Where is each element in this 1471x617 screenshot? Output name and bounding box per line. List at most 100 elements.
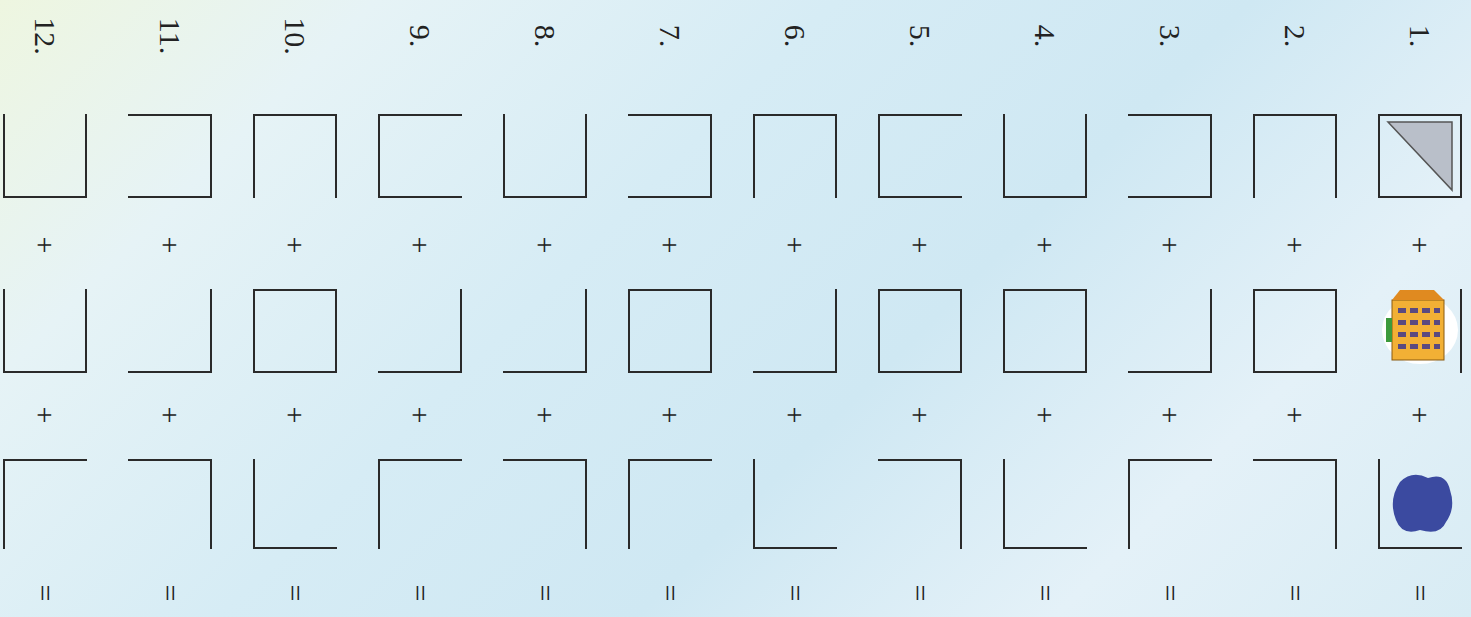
bracket-side: [1004, 196, 1086, 198]
bracket-side: [1254, 289, 1336, 291]
bracket-side: [210, 290, 212, 372]
bracket-side: [879, 196, 961, 198]
bracket-side: [1335, 115, 1337, 197]
exercise-number: 2.: [1280, 25, 1310, 48]
bracket-side: [1004, 289, 1086, 291]
bracket-side: [1003, 460, 1005, 548]
bracket-side: [879, 459, 961, 461]
bracket-side: [629, 459, 711, 461]
bracket-side: [1003, 115, 1005, 197]
bracket-side: [1335, 290, 1337, 372]
bracket-side: [585, 460, 587, 548]
equals-sign: =: [1405, 585, 1435, 602]
bracket-side: [3, 115, 5, 197]
bracket-side: [835, 290, 837, 372]
bracket-side: [1003, 290, 1005, 372]
bracket-side: [585, 115, 587, 197]
bracket-side: [4, 459, 86, 461]
bracket-side: [1254, 459, 1336, 461]
exercise-number: 12.: [30, 17, 60, 55]
bracket-side: [628, 290, 630, 372]
equals-sign: =: [530, 585, 560, 602]
bracket-side: [1460, 290, 1462, 372]
bracket-side: [629, 371, 711, 373]
blue-blob: [1393, 475, 1452, 532]
bracket-side: [1254, 114, 1336, 116]
bracket-side: [254, 289, 336, 291]
bracket-side: [85, 115, 87, 197]
bracket-side: [254, 547, 336, 549]
plus-sign: +: [1155, 407, 1185, 424]
bracket-side: [835, 115, 837, 197]
bracket-side: [503, 115, 505, 197]
bracket-side: [253, 460, 255, 548]
exercise-number: 11.: [155, 18, 185, 54]
bracket-side: [1254, 371, 1336, 373]
bracket-side: [753, 115, 755, 197]
bracket-side: [710, 290, 712, 372]
plus-sign: +: [155, 237, 185, 254]
bracket-side: [254, 114, 336, 116]
bracket-side: [504, 459, 586, 461]
bracket-side: [379, 371, 461, 373]
bracket-side: [3, 460, 5, 548]
bracket-side: [629, 289, 711, 291]
equals-sign: =: [1030, 585, 1060, 602]
bracket-side: [378, 115, 380, 197]
bracket-side: [1379, 196, 1461, 198]
bracket-side: [504, 196, 586, 198]
bracket-side: [1129, 114, 1211, 116]
bracket-side: [1378, 115, 1380, 197]
plus-sign: +: [280, 407, 310, 424]
bracket-side: [4, 371, 86, 373]
bracket-side: [4, 196, 86, 198]
equals-sign: =: [905, 585, 935, 602]
plus-sign: +: [1030, 407, 1060, 424]
bracket-side: [710, 115, 712, 197]
plus-sign: +: [530, 407, 560, 424]
bracket-side: [879, 371, 961, 373]
bracket-side: [1004, 371, 1086, 373]
plus-sign: +: [1280, 237, 1310, 254]
equals-sign: =: [405, 585, 435, 602]
plus-sign: +: [655, 407, 685, 424]
exercise-number: 3.: [1155, 25, 1185, 48]
equals-sign: =: [30, 585, 60, 602]
bracket-side: [129, 114, 211, 116]
bracket-side: [379, 459, 461, 461]
bracket-side: [1379, 114, 1461, 116]
bracket-side: [1335, 460, 1337, 548]
exercise-number: 7.: [655, 25, 685, 48]
bracket-side: [753, 460, 755, 548]
bracket-side: [378, 460, 380, 548]
bracket-side: [628, 460, 630, 548]
bracket-side: [1129, 371, 1211, 373]
equals-sign: =: [655, 585, 685, 602]
bracket-side: [1210, 290, 1212, 372]
bracket-side: [210, 460, 212, 548]
exercise-number: 10.: [280, 17, 310, 55]
exercise-number: 8.: [530, 25, 560, 48]
plus-sign: +: [30, 237, 60, 254]
bracket-outlines: [4, 115, 1461, 548]
bracket-side: [1129, 196, 1211, 198]
bracket-side: [379, 114, 461, 116]
bracket-side: [878, 115, 880, 197]
bracket-side: [1460, 115, 1462, 197]
exercise-number: 4.: [1030, 25, 1060, 48]
bracket-side: [1085, 290, 1087, 372]
bracket-side: [253, 290, 255, 372]
bracket-side: [210, 115, 212, 197]
bracket-side: [1004, 547, 1086, 549]
plus-sign: +: [1405, 237, 1435, 254]
bracket-side: [379, 196, 461, 198]
bracket-side: [253, 115, 255, 197]
bracket-side: [1210, 115, 1212, 197]
bracket-side: [754, 371, 836, 373]
exercise-number: 6.: [780, 25, 810, 48]
plus-sign: +: [1405, 407, 1435, 424]
plus-sign: +: [905, 237, 935, 254]
equals-sign: =: [1155, 585, 1185, 602]
